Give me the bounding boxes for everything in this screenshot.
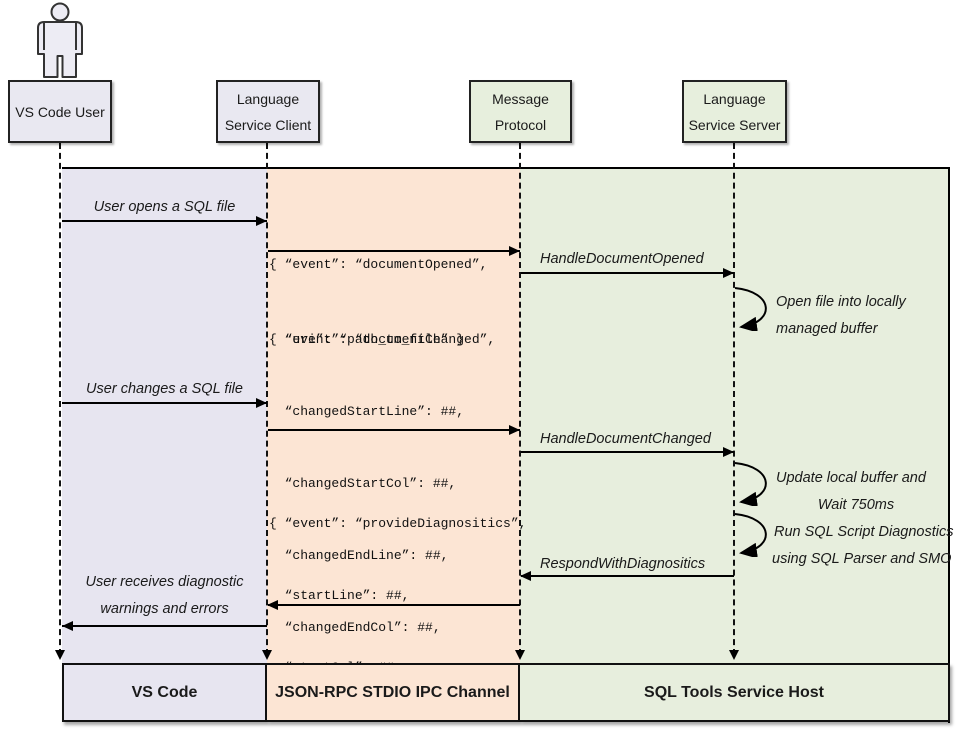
arrowhead-right-icon <box>256 216 267 226</box>
actor-box-language-service-client: Language Service Client <box>216 80 320 143</box>
self-loop-run-diagnostics <box>734 513 767 557</box>
payload-document-changed: { “event”: “documentChanged”, “changedSt… <box>269 280 519 732</box>
lifeline-vs-code-user <box>59 143 61 655</box>
note-open-file-line2: managed buffer <box>776 321 878 337</box>
payload-line: “changedEndLine”: ##, <box>269 548 449 563</box>
message-label-respond-diagnostics: RespondWithDiagnositics <box>540 556 706 572</box>
message-label-handle-opened: HandleDocumentOpened <box>540 251 704 267</box>
footer-label: SQL Tools Service Host <box>644 683 824 701</box>
arrowhead-right-icon <box>509 246 520 256</box>
note-run-line1: Run SQL Script Diagnostics <box>774 524 954 540</box>
arrowhead-down-icon <box>55 650 65 660</box>
arrowhead-right-icon <box>723 447 734 457</box>
message-arrow-handle-changed <box>521 451 734 453</box>
note-run-line2: using SQL Parser and SMO <box>772 551 952 567</box>
payload-line: { “event”: “documentChanged”, <box>269 332 496 347</box>
message-label-user-changes: User changes a SQL file <box>86 381 243 397</box>
self-loop-open-file <box>734 287 767 331</box>
lane-sql-tools-host <box>520 169 950 663</box>
message-arrow-handle-opened <box>521 272 734 274</box>
lane-vscode <box>62 169 267 663</box>
arrowhead-left-icon <box>62 621 73 631</box>
actor-box-language-service-server: Language Service Server <box>682 80 787 143</box>
footer-box-sql-tools-host: SQL Tools Service Host <box>520 663 950 722</box>
payload-line: “endLine”: ##, <box>269 728 526 732</box>
band-top-border <box>62 167 950 169</box>
message-arrow-user-changes <box>62 402 267 404</box>
message-arrow-document-changed <box>268 429 520 431</box>
payload-line: “uri”: “path_to_file” } <box>269 332 465 347</box>
actor-label: Protocol <box>494 116 547 133</box>
arrowhead-down-icon <box>262 650 272 660</box>
actor-label: Service Server <box>688 116 781 133</box>
lifeline-language-service-server <box>733 143 735 655</box>
actor-label: Language <box>236 90 300 107</box>
payload-line: “changedStartLine”: ##, <box>269 404 465 419</box>
message-label-user-opens: User opens a SQL file <box>93 199 236 215</box>
actor-label: Message <box>492 90 549 107</box>
footer-box-json-rpc-channel: JSON-RPC STDIO IPC Channel <box>267 663 520 722</box>
message-arrow-user-opens <box>62 220 267 222</box>
message-arrow-diagnostics-to-client <box>268 604 520 606</box>
note-update-line2: Wait 750ms <box>817 497 895 513</box>
self-loop-update-buffer <box>734 462 767 506</box>
actor-label: Language <box>703 90 766 107</box>
message-label-user-receives-1: User receives diagnostic <box>85 574 244 590</box>
payload-line: “changedEndCol”: ##, <box>269 620 441 635</box>
footer-label: VS Code <box>131 683 198 701</box>
actor-box-vs-code-user: VS Code User <box>8 80 112 143</box>
user-actor-icon <box>37 2 83 78</box>
arrowhead-left-icon <box>267 600 278 610</box>
payload-line: { “event”: “provideDiagnositics”, <box>269 516 527 531</box>
message-arrow-respond-diagnostics <box>521 575 734 577</box>
arrowhead-left-icon <box>520 571 531 581</box>
payload-document-opened: { “event”: “documentOpened”, “uri”: “pat… <box>269 202 487 402</box>
lifeline-language-service-client <box>266 143 268 655</box>
footer-box-vs-code: VS Code <box>62 663 267 722</box>
actor-box-message-protocol: Message Protocol <box>469 80 572 143</box>
note-open-file-line1: Open file into locally <box>776 294 906 310</box>
message-arrow-document-opened <box>268 250 520 252</box>
arrowhead-down-icon <box>729 650 739 660</box>
band-right-border <box>948 167 950 723</box>
arrowhead-right-icon <box>723 268 734 278</box>
payload-line: “startLine”: ##, <box>269 588 410 603</box>
actor-label: Service Client <box>224 116 312 133</box>
message-label-user-receives-2: warnings and errors <box>100 601 229 617</box>
arrowhead-down-icon <box>515 650 525 660</box>
payload-line: “changedStartCol”: ##, <box>269 476 457 491</box>
payload-line: { “event”: “documentOpened”, <box>269 257 488 272</box>
arrowhead-right-icon <box>509 425 520 435</box>
actor-label: VS Code User <box>15 103 105 120</box>
lifeline-message-protocol <box>519 143 521 655</box>
message-label-handle-changed: HandleDocumentChanged <box>540 431 711 447</box>
arrowhead-right-icon <box>256 398 267 408</box>
message-arrow-user-receives <box>62 625 267 627</box>
note-update-line1: Update local buffer and <box>776 470 926 486</box>
footer-label: JSON-RPC STDIO IPC Channel <box>275 683 510 701</box>
